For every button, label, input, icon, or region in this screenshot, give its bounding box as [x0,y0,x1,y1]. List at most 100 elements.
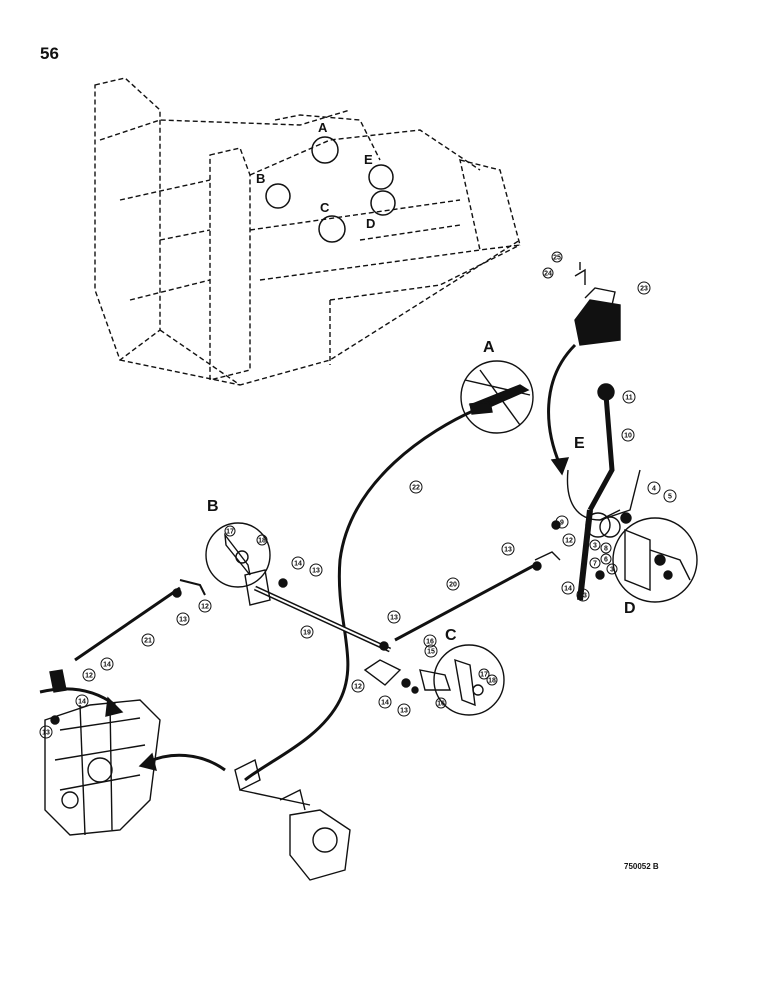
svg-text:20: 20 [449,582,457,589]
frame-circle-a [311,136,339,164]
svg-text:24: 24 [544,271,552,278]
loader-frame [94,77,521,386]
svg-text:17: 17 [480,672,488,679]
callout-16b: 16 [435,697,447,709]
control-bracket [574,262,621,346]
callout-11: 11 [622,390,636,404]
svg-text:19: 19 [303,630,311,637]
frame-label-c: C [320,200,330,215]
arrow-bracket-to-lever [547,343,577,466]
callout-24: 24 [542,267,554,279]
svg-text:16: 16 [437,701,445,708]
svg-text:13: 13 [400,708,408,715]
svg-text:13: 13 [390,615,398,622]
callout-13b: 13 [501,542,515,556]
callout-13e: 13 [309,563,323,577]
svg-text:10: 10 [624,433,632,440]
callout-10: 10 [621,428,635,442]
svg-text:25: 25 [553,255,561,262]
callout-19: 19 [300,625,314,639]
arrow-bracket-head [550,457,570,476]
svg-text:15: 15 [427,649,435,656]
detail-a [460,360,534,434]
svg-text:8: 8 [604,546,608,553]
hardware-bits [50,520,605,725]
svg-text:22: 22 [412,485,420,492]
page-number: 56 [40,44,59,63]
svg-text:12: 12 [201,604,209,611]
frame-detail-markers [265,136,396,243]
detail-e [566,394,641,601]
callout-15: 15 [424,644,438,658]
callout-13a: 13 [576,588,590,602]
svg-text:12: 12 [85,673,93,680]
frame-label-a: A [318,120,328,135]
figure-reference: 750052 B [624,862,659,871]
svg-text:23: 23 [640,286,648,293]
svg-text:13: 13 [312,568,320,575]
frame-label-b: B [256,171,265,186]
svg-text:16: 16 [426,639,434,646]
rod-21 [74,586,181,662]
cable-end-fitting [469,401,493,415]
callout-14e: 14 [75,694,89,708]
callout-18a: 18 [486,674,498,686]
svg-text:11: 11 [625,395,633,402]
svg-text:3: 3 [610,567,614,574]
callout-21: 21 [141,633,155,647]
arrow-governor-head [138,752,157,771]
svg-text:9: 9 [560,520,564,527]
svg-text:18: 18 [258,538,266,545]
callout-22: 22 [409,480,423,494]
callout-13f: 13 [176,612,190,626]
svg-text:13: 13 [579,593,587,600]
callout-16a: 16 [423,634,437,648]
callout-6: 6 [600,553,612,565]
arrow-governor [147,753,226,772]
svg-text:13: 13 [504,547,512,554]
svg-text:4: 4 [652,486,656,493]
callout-5: 5 [663,489,677,503]
callout-18b: 18 [256,534,268,546]
rod-20 [394,563,536,642]
svg-text:13: 13 [42,730,50,737]
svg-text:7: 7 [593,561,597,568]
lever-knob [597,383,615,401]
svg-text:18: 18 [488,678,496,685]
callout-13g: 13 [39,725,53,739]
frame-circle-d [370,190,396,216]
detail-d [612,517,698,603]
frame-circle-c [318,215,346,243]
callout-7: 7 [589,557,601,569]
frame-label-e: E [364,152,373,167]
svg-text:12: 12 [565,538,573,545]
svg-text:14: 14 [381,700,389,707]
callout-12b: 12 [351,679,365,693]
arrow-engine-head [105,696,124,717]
svg-text:13: 13 [179,617,187,624]
callout-25: 25 [551,251,563,263]
detail-label-c: C [445,627,457,644]
callout-20: 20 [446,577,460,591]
svg-text:3: 3 [593,543,597,550]
throttle-cable [244,408,476,782]
detail-label-a: A [483,339,495,356]
detail-label-d: D [624,600,636,617]
callout-9: 9 [555,515,569,529]
callout-12a: 12 [562,533,576,547]
frame-label-d: D [366,216,375,231]
callout-14d: 14 [100,657,114,671]
svg-text:17: 17 [226,529,234,536]
detail-label-b: B [207,498,219,515]
detail-b [205,522,271,588]
svg-text:14: 14 [103,662,111,669]
callout-14a: 14 [561,581,575,595]
linkage-rods [74,551,561,686]
detail-label-e: E [574,435,585,452]
callout-14c: 14 [291,556,305,570]
detail-c [419,644,505,716]
svg-text:14: 14 [564,586,572,593]
callout-13c: 13 [387,610,401,624]
